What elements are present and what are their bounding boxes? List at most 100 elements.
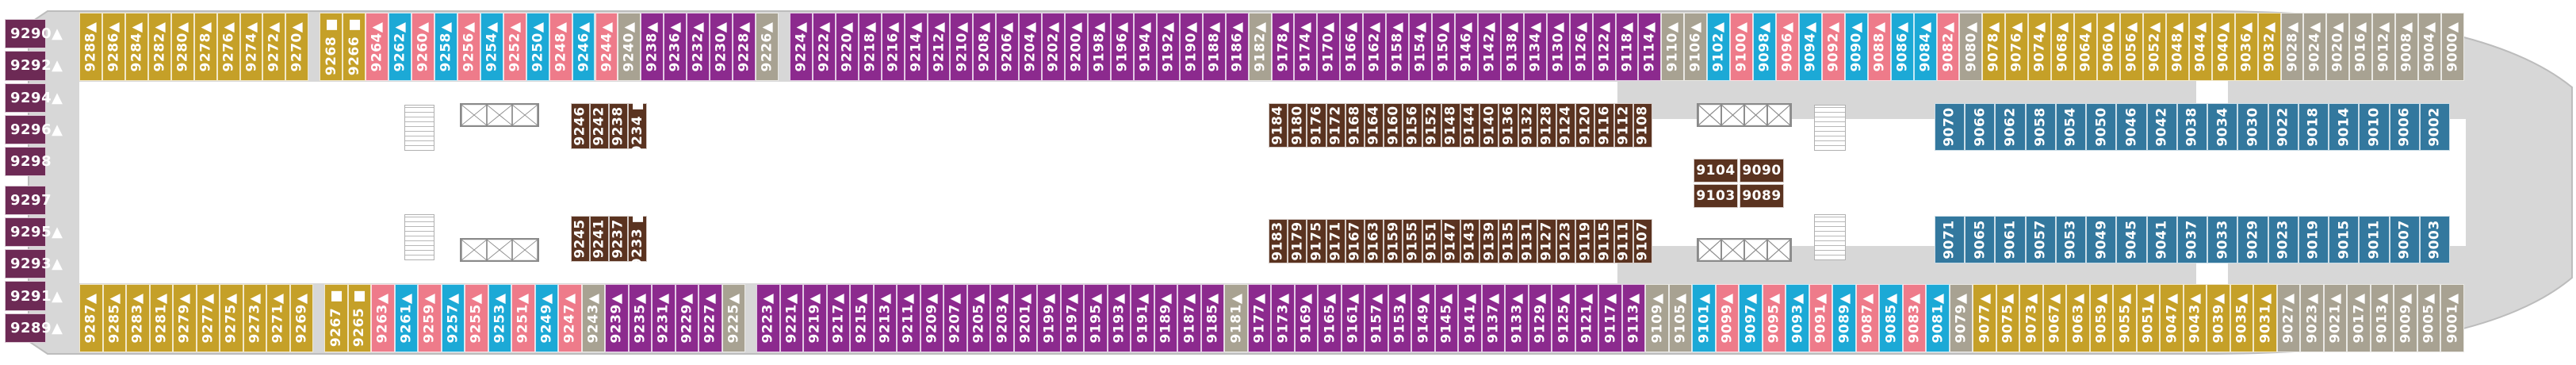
cabin-9141[interactable]: 9141▲ (1458, 284, 1482, 352)
cabin-9262[interactable]: 9262▲ (389, 13, 412, 81)
cabin-9157[interactable]: 9157▲ (1365, 284, 1388, 352)
cabin-9099[interactable]: 9099▲ (1715, 284, 1740, 352)
cabin-9057[interactable]: 9057 (2025, 216, 2056, 263)
cabin-9091[interactable]: 9091▲ (1809, 284, 1833, 352)
cabin-9180[interactable]: 9180 (1288, 103, 1307, 148)
cabin-9085[interactable]: 9085▲ (1879, 284, 1903, 352)
cabin-9101[interactable]: 9101▲ (1692, 284, 1716, 352)
cabin-9151[interactable]: 9151 (1422, 219, 1441, 263)
cabin-9181[interactable]: 9181▲ (1224, 284, 1248, 352)
cabin-9243[interactable]: 9243▲ (581, 284, 606, 352)
cabin-9158[interactable]: 9158▲ (1386, 13, 1410, 81)
cabin-9212[interactable]: 9212▲ (927, 13, 951, 81)
cabin-9246[interactable]: 9246 (571, 103, 590, 149)
cabin-9267[interactable]: 9267 ■ (324, 284, 348, 352)
cabin-9002[interactable]: 9002 (2419, 103, 2450, 151)
cabin-9064[interactable]: 9064▲ (2074, 13, 2098, 81)
cabin-9032[interactable]: 9032▲ (2257, 13, 2281, 81)
cabin-9199[interactable]: 9199▲ (1037, 284, 1061, 352)
cabin-9056[interactable]: 9056▲ (2120, 13, 2143, 81)
cabin-9153[interactable]: 9153▲ (1388, 284, 1412, 352)
cabin-9055[interactable]: 9055▲ (2113, 284, 2137, 352)
cabin-9164[interactable]: 9164 (1365, 103, 1384, 148)
cabin-9115[interactable]: 9115 (1594, 219, 1614, 263)
cabin-9283[interactable]: 9283▲ (126, 284, 150, 352)
cabin-9059[interactable]: 9059▲ (2089, 284, 2114, 352)
cabin-9271[interactable]: 9271▲ (266, 284, 290, 352)
cabin-9197[interactable]: 9197▲ (1060, 284, 1085, 352)
cabin-9184[interactable]: 9184 (1269, 103, 1288, 148)
cabin-9207[interactable]: 9207▲ (944, 284, 967, 352)
cabin-9106[interactable]: 9106▲ (1684, 13, 1708, 81)
cabin-9017[interactable]: 9017▲ (2347, 284, 2371, 352)
cabin-9295[interactable]: 9295▲ (5, 217, 63, 248)
cabin-9177[interactable]: 9177▲ (1247, 284, 1272, 352)
cabin-9063[interactable]: 9063▲ (2066, 284, 2090, 352)
cabin-9109[interactable]: 9109▲ (1645, 284, 1669, 352)
cabin-9037[interactable]: 9037 (2176, 216, 2208, 263)
cabin-9021[interactable]: 9021▲ (2323, 284, 2348, 352)
cabin-9139[interactable]: 9139 (1479, 219, 1499, 263)
cabin-9041[interactable]: 9041 (2146, 216, 2177, 263)
cabin-9185[interactable]: 9185▲ (1200, 284, 1225, 352)
cabin-9257[interactable]: 9257▲ (441, 284, 465, 352)
cabin-9013[interactable]: 9013▲ (2370, 284, 2394, 352)
cabin-9089[interactable]: 9089 (1740, 184, 1784, 208)
cabin-9280[interactable]: 9280▲ (170, 13, 194, 81)
cabin-9225[interactable]: 9225▲ (722, 284, 746, 352)
cabin-9100[interactable]: 9100▲ (1730, 13, 1754, 81)
cabin-9146[interactable]: 9146▲ (1454, 13, 1478, 81)
cabin-9222[interactable]: 9222▲ (812, 13, 836, 81)
cabin-9116[interactable]: 9116 (1594, 103, 1614, 148)
cabin-9289[interactable]: 9289▲ (5, 313, 63, 343)
cabin-9134[interactable]: 9134▲ (1523, 13, 1547, 81)
cabin-9120[interactable]: 9120 (1575, 103, 1595, 148)
cabin-9169[interactable]: 9169▲ (1294, 284, 1319, 352)
cabin-9167[interactable]: 9167 (1345, 219, 1365, 263)
cabin-9201[interactable]: 9201▲ (1013, 284, 1038, 352)
cabin-9174[interactable]: 9174▲ (1294, 13, 1318, 81)
cabin-9162[interactable]: 9162▲ (1363, 13, 1387, 81)
cabin-9213[interactable]: 9213▲ (873, 284, 898, 352)
cabin-9156[interactable]: 9156 (1403, 103, 1422, 148)
cabin-9206[interactable]: 9206▲ (996, 13, 1020, 81)
cabin-9081[interactable]: 9081▲ (1926, 284, 1950, 352)
cabin-9007[interactable]: 9007 (2389, 216, 2420, 263)
cabin-9121[interactable]: 9121▲ (1575, 284, 1599, 352)
cabin-9286[interactable]: 9286▲ (101, 13, 125, 81)
cabin-9090[interactable]: 9090▲ (1844, 13, 1868, 81)
cabin-9042[interactable]: 9042 (2146, 103, 2177, 151)
cabin-9148[interactable]: 9148 (1441, 103, 1460, 148)
cabin-9179[interactable]: 9179 (1288, 219, 1307, 263)
cabin-9264[interactable]: 9264▲ (366, 13, 389, 81)
cabin-9217[interactable]: 9217▲ (826, 284, 851, 352)
cabin-9178[interactable]: 9178▲ (1271, 13, 1295, 81)
cabin-9018[interactable]: 9018 (2298, 103, 2329, 151)
cabin-9053[interactable]: 9053 (2055, 216, 2087, 263)
cabin-9088[interactable]: 9088▲ (1867, 13, 1891, 81)
cabin-9272[interactable]: 9272▲ (262, 13, 286, 81)
cabin-9290[interactable]: 9290▲ (5, 19, 63, 49)
cabin-9240[interactable]: 9240▲ (618, 13, 641, 81)
cabin-9129[interactable]: 9129▲ (1528, 284, 1552, 352)
cabin-9155[interactable]: 9155 (1403, 219, 1422, 263)
cabin-9012[interactable]: 9012▲ (2372, 13, 2396, 81)
cabin-9011[interactable]: 9011 (2359, 216, 2390, 263)
cabin-9250[interactable]: 9250▲ (526, 13, 549, 81)
cabin-9163[interactable]: 9163 (1365, 219, 1384, 263)
cabin-9291[interactable]: 9291▲ (5, 281, 63, 311)
cabin-9297[interactable]: 9297 (5, 185, 52, 215)
cabin-9036[interactable]: 9036▲ (2234, 13, 2258, 81)
cabin-9273[interactable]: 9273▲ (243, 284, 267, 352)
cabin-9254[interactable]: 9254▲ (480, 13, 503, 81)
cabin-9256[interactable]: 9256▲ (457, 13, 480, 81)
cabin-9138[interactable]: 9138▲ (1500, 13, 1524, 81)
cabin-9140[interactable]: 9140 (1479, 103, 1499, 148)
cabin-9066[interactable]: 9066 (1965, 103, 1996, 151)
cabin-9111[interactable]: 9111 (1613, 219, 1633, 263)
cabin-9050[interactable]: 9050 (2086, 103, 2117, 151)
cabin-9098[interactable]: 9098▲ (1753, 13, 1777, 81)
cabin-9230[interactable]: 9230▲ (710, 13, 733, 81)
cabin-9117[interactable]: 9117▲ (1598, 284, 1622, 352)
cabin-9144[interactable]: 9144 (1460, 103, 1480, 148)
